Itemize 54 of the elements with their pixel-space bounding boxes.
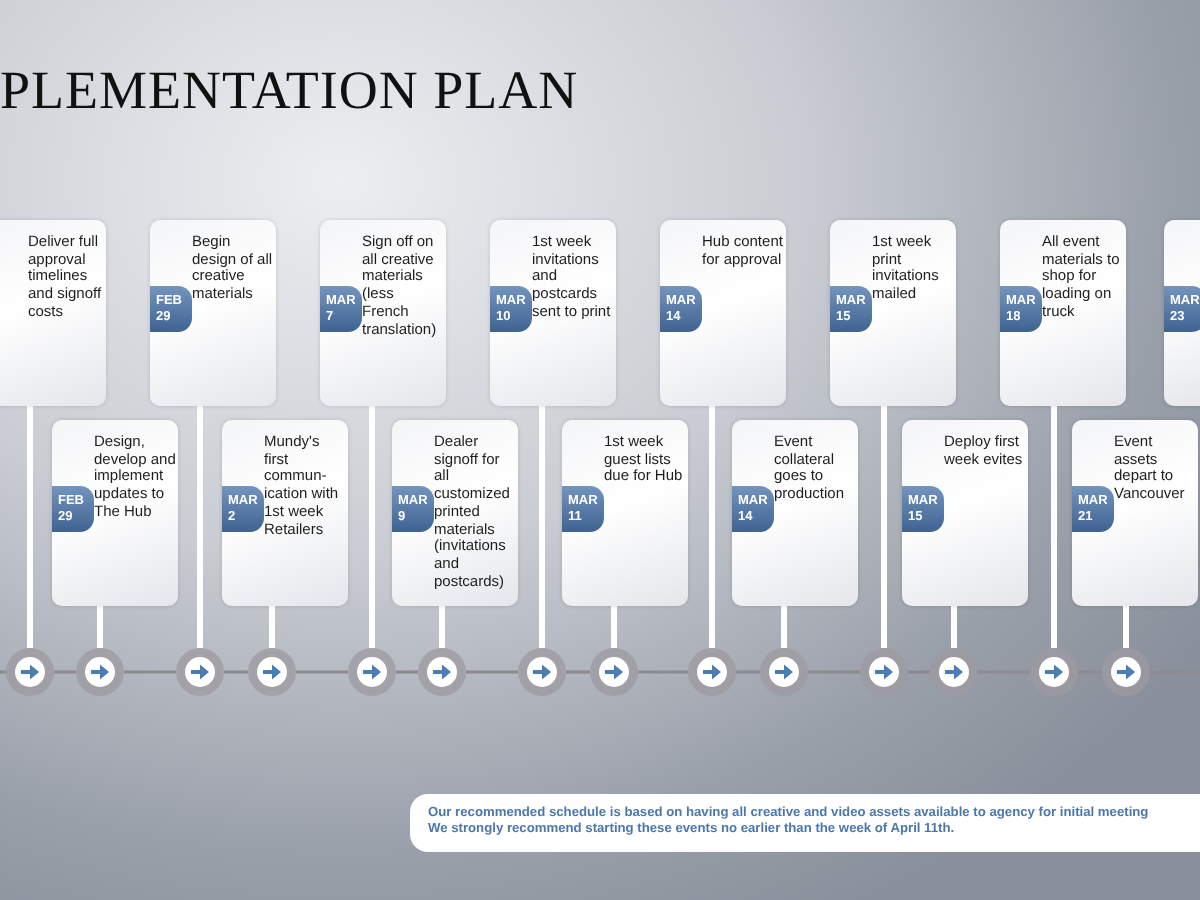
connector-line xyxy=(611,606,617,648)
connector-line xyxy=(369,406,375,648)
event-card xyxy=(1000,220,1126,406)
timeline-line xyxy=(0,670,6,674)
event-card xyxy=(660,220,786,406)
timeline-node xyxy=(860,648,908,696)
timeline-node xyxy=(688,648,736,696)
timeline-node xyxy=(176,648,224,696)
event-card xyxy=(732,420,858,606)
timeline-node xyxy=(518,648,566,696)
timeline-node xyxy=(590,648,638,696)
timeline-node xyxy=(1102,648,1150,696)
connector-line xyxy=(197,406,203,648)
timeline-line xyxy=(566,670,590,674)
timeline-node xyxy=(348,648,396,696)
connector-line xyxy=(97,606,103,648)
timeline-line xyxy=(224,670,248,674)
event-card xyxy=(902,420,1028,606)
timeline-node xyxy=(248,648,296,696)
timeline-node xyxy=(760,648,808,696)
connector-line xyxy=(709,406,715,648)
event-card xyxy=(1164,220,1200,406)
connector-line xyxy=(881,406,887,648)
connector-line xyxy=(539,406,545,648)
event-card xyxy=(830,220,956,406)
connector-line xyxy=(439,606,445,648)
timeline-node xyxy=(418,648,466,696)
timeline-node xyxy=(6,648,54,696)
timeline-node xyxy=(930,648,978,696)
timeline-line xyxy=(296,670,348,674)
event-card xyxy=(562,420,688,606)
event-card xyxy=(392,420,518,606)
timeline-node xyxy=(1030,648,1078,696)
title: PLEMENTATION PLAN xyxy=(0,60,579,122)
connector-line xyxy=(27,406,33,648)
connector-line xyxy=(1123,606,1129,648)
connector-line xyxy=(1051,406,1057,648)
event-card xyxy=(222,420,348,606)
event-card xyxy=(1072,420,1198,606)
event-card xyxy=(52,420,178,606)
timeline-line xyxy=(736,670,760,674)
event-card xyxy=(490,220,616,406)
timeline-line xyxy=(466,670,518,674)
event-card xyxy=(320,220,446,406)
timeline-line xyxy=(54,670,76,674)
connector-line xyxy=(781,606,787,648)
timeline-line xyxy=(124,670,176,674)
timeline-line xyxy=(396,670,418,674)
event-card xyxy=(0,220,106,406)
timeline-node xyxy=(76,648,124,696)
connector-line xyxy=(951,606,957,648)
connector-line xyxy=(269,606,275,648)
event-card xyxy=(150,220,276,406)
timeline-line xyxy=(638,670,688,674)
